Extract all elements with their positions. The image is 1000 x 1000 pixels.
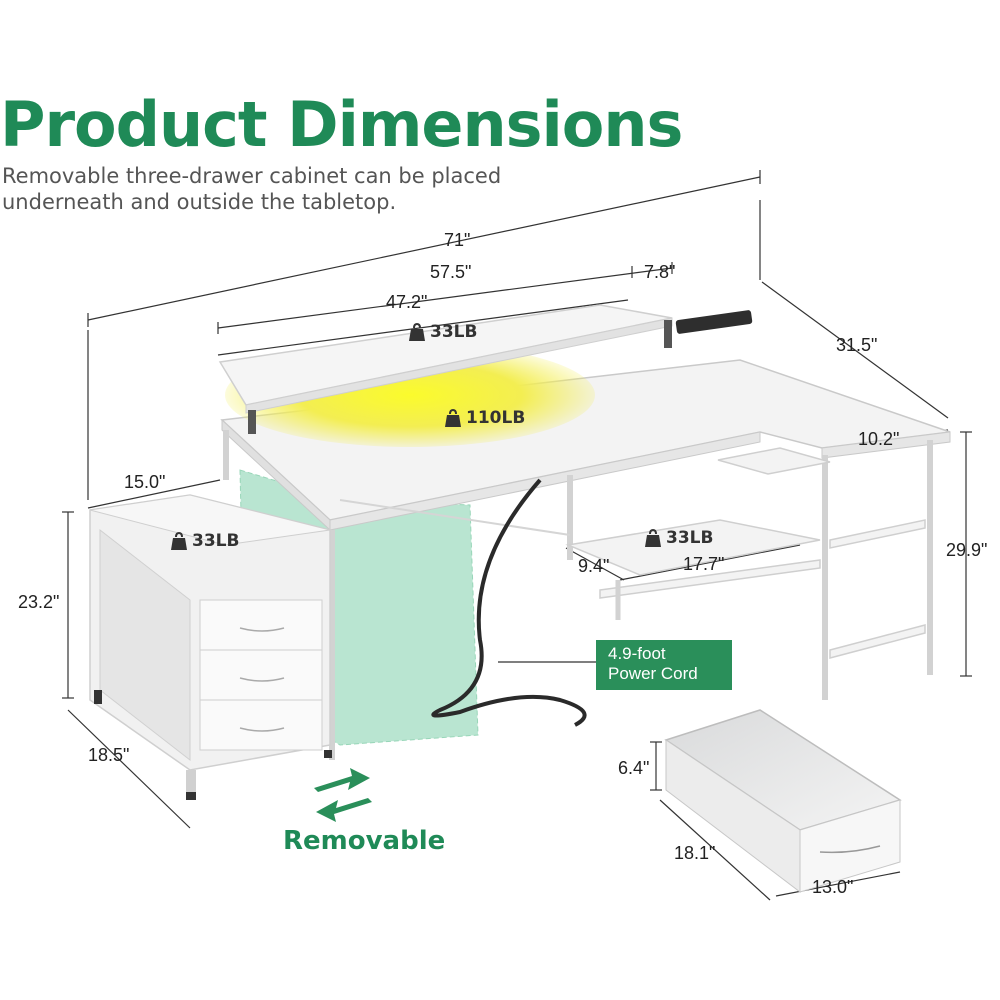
dim-shelf-width: 17.7" xyxy=(683,554,725,574)
weight-icon xyxy=(171,531,187,550)
load-cabinet-value: 33LB xyxy=(192,531,240,551)
dim-height: 29.9" xyxy=(946,540,988,560)
removable-label: Removable xyxy=(283,826,446,856)
weight-icon xyxy=(445,408,461,427)
swap-icon xyxy=(314,768,372,822)
dim-side-depth: 10.2" xyxy=(858,429,900,449)
dim-drawer-width: 13.0" xyxy=(812,877,854,897)
load-desktop: 110LB xyxy=(444,408,525,428)
dim-shelf-depth: 9.4" xyxy=(578,556,610,576)
load-monitor-shelf: 33LB xyxy=(408,322,477,342)
cabinet-body xyxy=(89,494,332,800)
power-cord-callout: 4.9-foot Power Cord xyxy=(596,640,732,690)
dim-monitor-shelf-width: 47.2" xyxy=(386,292,428,312)
page-title: Product Dimensions xyxy=(0,88,683,161)
power-cord-length: 4.9-foot xyxy=(608,644,666,663)
dim-cabinet-height: 23.2" xyxy=(18,592,60,612)
subtitle-line-1: Removable three-drawer cabinet can be pl… xyxy=(2,164,502,188)
page-subtitle: Removable three-drawer cabinet can be pl… xyxy=(2,163,501,215)
power-cord xyxy=(431,478,587,727)
power-strip xyxy=(675,310,753,334)
load-desktop-value: 110LB xyxy=(466,408,526,428)
load-lower-shelf-value: 33LB xyxy=(666,528,714,548)
weight-icon xyxy=(409,322,425,341)
weight-icon xyxy=(645,528,661,547)
side-shelves xyxy=(565,447,926,659)
dim-side-length: 31.5" xyxy=(836,335,878,355)
dim-desk-width: 57.5" xyxy=(430,262,472,282)
dim-cabinet-top: 15.0" xyxy=(124,472,166,492)
load-cabinet: 33LB xyxy=(170,531,239,551)
dim-outlet-width: 7.8" xyxy=(644,262,676,282)
dim-drawer-height: 6.4" xyxy=(618,758,650,778)
subtitle-line-2: underneath and outside the tabletop. xyxy=(2,190,397,214)
power-cord-label: Power Cord xyxy=(608,664,698,683)
dim-drawer-length: 18.1" xyxy=(674,843,716,863)
dim-total-width: 71" xyxy=(444,230,471,250)
dim-cabinet-depth: 18.5" xyxy=(88,745,130,765)
load-lower-shelf: 33LB xyxy=(644,528,713,548)
removed-drawer xyxy=(664,709,902,894)
load-monitor-shelf-value: 33LB xyxy=(430,322,478,342)
